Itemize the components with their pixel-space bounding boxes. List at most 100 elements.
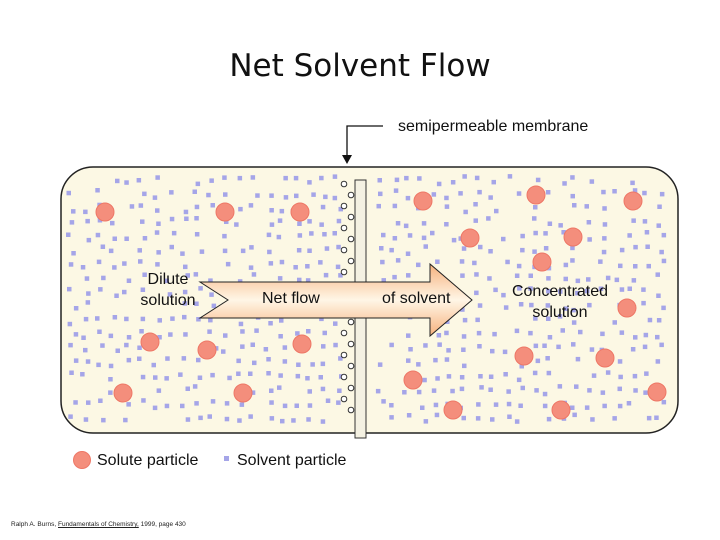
solvent-particle — [100, 244, 106, 249]
solvent-particle — [542, 391, 548, 397]
solvent-particle — [416, 362, 421, 367]
solvent-particle — [434, 412, 440, 418]
solvent-particle — [507, 174, 513, 179]
solvent-particle — [250, 342, 255, 347]
solvent-particle — [518, 302, 524, 307]
pointer-arrowhead — [342, 155, 352, 164]
solvent-particle — [322, 330, 327, 336]
solvent-particle — [69, 370, 74, 375]
solvent-particle — [124, 342, 129, 348]
solvent-particle — [108, 377, 113, 382]
solvent-particle — [198, 415, 203, 421]
solvent-particle — [276, 234, 282, 240]
solvent-particle — [332, 195, 338, 201]
solvent-particle — [234, 222, 239, 227]
solvent-particle — [155, 208, 160, 213]
solvent-particle — [421, 235, 427, 241]
solvent-particle — [155, 175, 160, 180]
solvent-particle — [423, 343, 428, 348]
solvent-particle — [279, 318, 284, 323]
solvent-particle — [578, 329, 583, 335]
solvent-particle — [269, 388, 274, 393]
solvent-particle — [224, 219, 229, 224]
solvent-particle — [324, 246, 330, 251]
solvent-particle — [236, 371, 241, 376]
solvent-particle — [486, 216, 491, 221]
solvent-particle — [67, 321, 73, 327]
solvent-particle — [431, 192, 437, 197]
solvent-particle — [547, 221, 553, 226]
solvent-particle — [571, 320, 577, 325]
solvent-particle — [164, 278, 169, 284]
solvent-particle — [533, 205, 538, 210]
solvent-particle — [545, 303, 551, 308]
solvent-particle — [403, 223, 409, 229]
solvent-particle — [142, 236, 148, 241]
solvent-particle — [633, 244, 638, 250]
solute-particle — [403, 370, 423, 390]
solvent-particle — [461, 347, 466, 352]
solvent-particle — [199, 249, 205, 254]
solvent-particle — [269, 193, 274, 198]
solvent-particle — [249, 245, 254, 250]
solvent-particle — [192, 189, 197, 194]
solvent-particle — [619, 330, 625, 335]
page-title: Net Solvent Flow — [229, 48, 491, 84]
solvent-particle — [97, 329, 102, 334]
solvent-particle — [124, 236, 129, 241]
solvent-particle — [563, 306, 569, 311]
solvent-particle — [182, 301, 188, 306]
solvent-particle — [477, 303, 483, 308]
membrane-pore — [347, 340, 355, 348]
membrane-pore — [340, 268, 348, 276]
solvent-particle — [108, 363, 114, 369]
solvent-particle — [450, 180, 456, 185]
solvent-particle — [617, 386, 622, 392]
solvent-particle — [520, 385, 525, 391]
solvent-particle — [185, 417, 191, 422]
solvent-particle — [80, 372, 85, 377]
solvent-particle — [85, 300, 91, 305]
solvent-particle — [458, 191, 463, 196]
solvent-particle — [474, 272, 479, 277]
membrane-pointer-arrow — [346, 125, 383, 158]
solvent-particle — [627, 286, 632, 291]
solvent-particle — [305, 376, 310, 381]
solvent-particle — [493, 402, 499, 407]
solvent-particle — [183, 332, 188, 337]
solvent-particle — [532, 216, 537, 221]
solvent-particle — [600, 390, 606, 395]
solvent-particle — [296, 362, 301, 367]
solvent-particle — [268, 321, 273, 326]
solvent-particle — [332, 231, 337, 236]
solvent-particle — [488, 249, 493, 254]
solvent-particle — [307, 403, 313, 408]
solvent-particle — [168, 332, 173, 337]
solvent-particle — [320, 361, 326, 367]
solvent-particle — [66, 232, 71, 237]
solvent-particle — [114, 293, 119, 298]
solvent-particle — [380, 259, 385, 265]
legend-solute-swatch — [73, 451, 91, 469]
solvent-particle — [269, 222, 275, 227]
solvent-particle — [420, 405, 425, 410]
solvent-particle — [250, 390, 256, 395]
solvent-particle — [110, 220, 115, 226]
solvent-particle — [157, 335, 162, 340]
solvent-particle — [545, 190, 551, 195]
solvent-particle — [164, 376, 169, 381]
solvent-particle — [631, 218, 636, 223]
solvent-particle — [184, 216, 189, 221]
solvent-particle — [115, 348, 120, 353]
solvent-particle — [138, 259, 143, 264]
solvent-particle — [278, 334, 283, 339]
solvent-particle — [379, 246, 384, 251]
solvent-particle — [194, 401, 199, 406]
solvent-particle — [67, 286, 72, 292]
solvent-particle — [85, 359, 91, 364]
solvent-particle — [96, 362, 101, 368]
solvent-particle — [142, 191, 147, 197]
solvent-particle — [280, 418, 285, 424]
solvent-particle — [194, 232, 200, 237]
solvent-particle — [124, 316, 129, 322]
